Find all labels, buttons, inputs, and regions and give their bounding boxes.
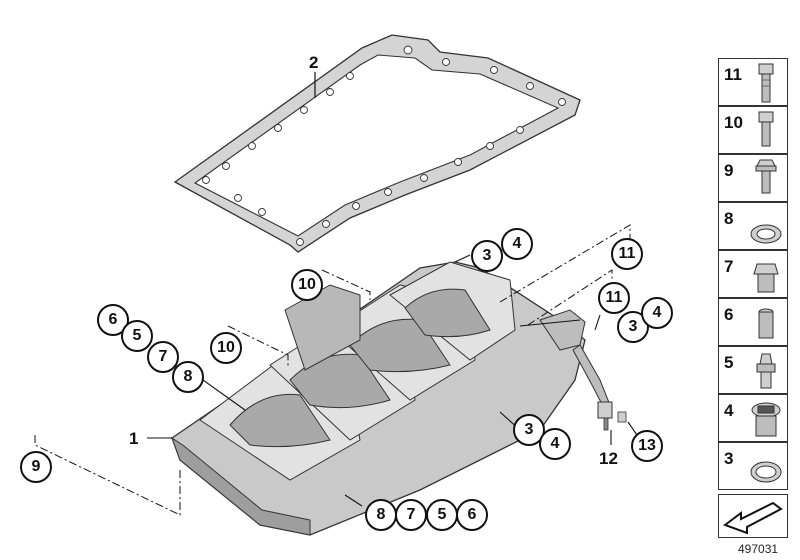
legend-item: 6 <box>718 298 788 346</box>
label-1: 1 <box>129 429 139 448</box>
gasket-ring-icon <box>750 461 782 483</box>
legend-item: 7 <box>718 250 788 298</box>
oil-drain-plug-icon <box>751 402 781 437</box>
hex-socket-bolt-icon <box>758 111 774 147</box>
hex-plug-screw-icon <box>753 263 779 293</box>
legend-number: 5 <box>724 353 734 372</box>
legend-number: 11 <box>724 65 742 84</box>
diagram-reference-number: 497031 <box>738 542 779 556</box>
callout-3: 3 <box>513 414 545 446</box>
legend-number: 4 <box>724 401 734 420</box>
callout-5: 5 <box>426 499 458 531</box>
legend-item: 10 <box>718 106 788 154</box>
legend-number: 10 <box>724 113 743 132</box>
callout-6: 6 <box>456 499 488 531</box>
legend-number: 8 <box>724 209 734 228</box>
legend-item: 4 <box>718 394 788 442</box>
legend-number: 7 <box>724 257 734 276</box>
callout-7: 7 <box>395 499 427 531</box>
label-12: 12 <box>599 449 618 468</box>
callout-10: 10 <box>291 269 323 301</box>
legend-item: 9 <box>718 154 788 202</box>
callout-13: 13 <box>631 430 663 462</box>
callout-8: 8 <box>365 499 397 531</box>
dowel-sleeve-icon <box>758 308 774 339</box>
oil-sensor <box>572 344 627 431</box>
callout-11: 11 <box>611 238 643 270</box>
legend-item: 11 <box>718 58 788 106</box>
callout-8: 8 <box>172 361 204 393</box>
callout-4: 4 <box>539 428 571 460</box>
legend-item: 5 <box>718 346 788 394</box>
callout-5: 5 <box>121 320 153 352</box>
hex-socket-bolt-long-icon <box>758 63 774 103</box>
callout-3: 3 <box>471 240 503 272</box>
oil-pan-gasket <box>173 34 581 253</box>
callout-10: 10 <box>210 332 242 364</box>
label-2: 2 <box>309 53 319 72</box>
callout-11: 11 <box>598 282 630 314</box>
legend-item: 3 <box>718 442 788 490</box>
sealing-ring-icon <box>750 224 782 244</box>
legend-number: 3 <box>724 449 734 468</box>
legend-item: 8 <box>718 202 788 250</box>
callout-9: 9 <box>20 451 52 483</box>
direction-arrow-icon <box>722 501 783 535</box>
callout-4: 4 <box>641 297 673 329</box>
nipple-fitting-icon <box>756 353 776 389</box>
direction-arrow-box <box>718 494 788 538</box>
dash-leaders <box>34 224 631 516</box>
legend-number: 6 <box>724 305 734 324</box>
oil-pan-upper-section <box>171 261 586 536</box>
callout-4: 4 <box>501 228 533 260</box>
legend-number: 9 <box>724 161 734 180</box>
hex-flange-bolt-icon <box>755 159 777 194</box>
